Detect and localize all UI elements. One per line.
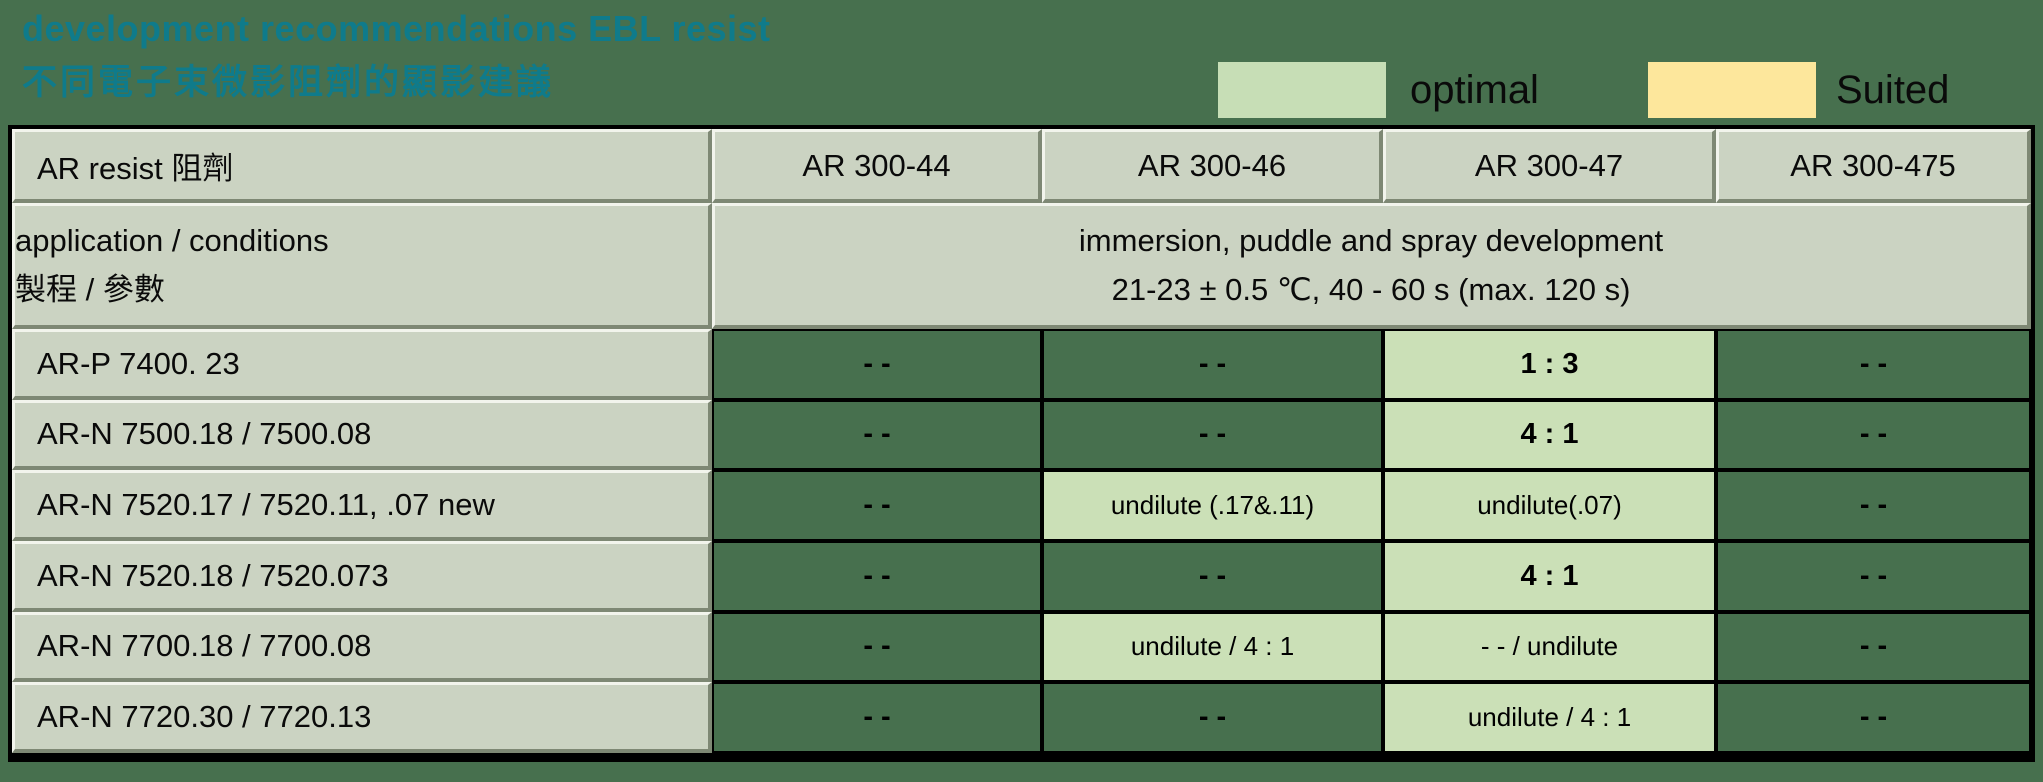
table-cell: - - xyxy=(712,682,1042,753)
legend-optimal-label: optimal xyxy=(1410,68,1539,112)
table-cell: undilute / 4 : 1 xyxy=(1042,611,1383,683)
table-cell: - - xyxy=(1716,540,2031,612)
row-label-arp-7400: AR-P 7400. 23 xyxy=(12,329,712,400)
table-cell: 1 : 3 xyxy=(1383,329,1716,400)
table-cell: - - xyxy=(1716,682,2031,753)
conditions-label-en: application / conditions xyxy=(15,223,329,259)
table-cell: - - xyxy=(1716,470,2031,541)
table-cell: - - xyxy=(1042,399,1383,471)
table-cell: - - xyxy=(1716,611,2031,683)
table-cell: - - xyxy=(1716,329,2031,400)
column-header-ar300-47: AR 300-47 xyxy=(1383,129,1716,203)
table-cell: 4 : 1 xyxy=(1383,399,1716,471)
row-label-arn-7520-18: AR-N 7520.18 / 7520.073 xyxy=(12,540,712,612)
table-cell: - - xyxy=(1042,540,1383,612)
column-header-ar300-475: AR 300-475 xyxy=(1716,129,2031,203)
table-cell: - - xyxy=(712,399,1042,471)
table-cell: undilute(.07) xyxy=(1383,470,1716,541)
table-cell: 4 : 1 xyxy=(1383,540,1716,612)
conditions-value-cell: immersion, puddle and spray development … xyxy=(712,203,2031,329)
table-cell: undilute (.17&.11) xyxy=(1042,470,1383,541)
conditions-label-zh: 製程 / 參數 xyxy=(15,271,165,307)
conditions-value-line2: 21-23 ± 0.5 ℃, 40 - 60 s (max. 120 s) xyxy=(1111,271,1631,307)
table-cell: - - xyxy=(712,611,1042,683)
legend-optimal-swatch xyxy=(1218,62,1386,118)
table-cell: - - xyxy=(1042,329,1383,400)
table-cell: - - xyxy=(712,470,1042,541)
conditions-label-cell: application / conditions 製程 / 參數 xyxy=(12,203,712,329)
conditions-value-line1: immersion, puddle and spray development xyxy=(1078,223,1664,259)
table-cell: - - / undilute xyxy=(1383,611,1716,683)
corner-header-cell: AR resist 阻劑 xyxy=(12,129,712,203)
column-header-ar300-44: AR 300-44 xyxy=(712,129,1042,203)
page-title: development recommendations EBL resist xyxy=(22,8,771,49)
legend-suited-label: Suited xyxy=(1836,68,1950,112)
row-label-arn-7700: AR-N 7700.18 / 7700.08 xyxy=(12,611,712,683)
table-cell: - - xyxy=(712,329,1042,400)
legend-suited-swatch xyxy=(1648,62,1816,118)
column-header-ar300-46: AR 300-46 xyxy=(1042,129,1383,203)
recommendation-table: AR resist 阻劑 AR 300-44 AR 300-46 AR 300-… xyxy=(8,125,2035,762)
row-label-arn-7720: AR-N 7720.30 / 7720.13 xyxy=(12,682,712,753)
table-cell: - - xyxy=(1042,682,1383,753)
table-cell: - - xyxy=(1716,399,2031,471)
table-cell: undilute / 4 : 1 xyxy=(1383,682,1716,753)
row-label-arn-7500: AR-N 7500.18 / 7500.08 xyxy=(12,399,712,471)
table-cell: - - xyxy=(712,540,1042,612)
page-title-chinese: 不同電子束微影阻劑的顯影建議 xyxy=(22,63,555,102)
row-label-arn-7520-17: AR-N 7520.17 / 7520.11, .07 new xyxy=(12,470,712,541)
